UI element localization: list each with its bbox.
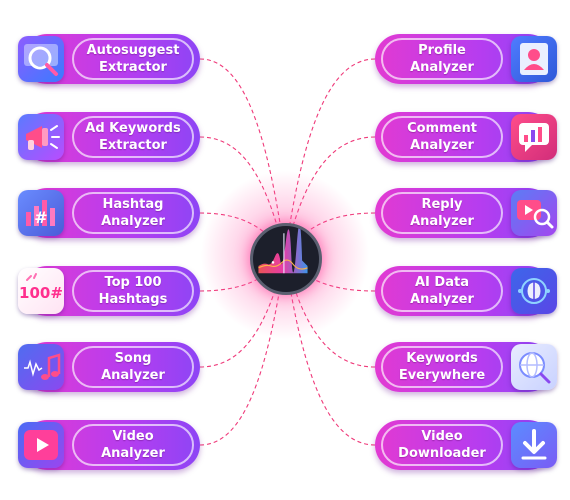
tool-card-top-100-hashtags[interactable]: 100# Top 100 Hashtags	[18, 266, 200, 316]
hub-waveform-icon	[250, 223, 322, 295]
connector-right-4	[284, 255, 376, 368]
tool-label: Reply Analyzer	[410, 197, 474, 229]
tool-card-hashtag-analyzer[interactable]: # Hashtag Analyzer	[18, 188, 200, 238]
connector-left-0	[199, 58, 286, 257]
tool-card-keywords-everywhere[interactable]: Keywords Everywhere	[375, 342, 557, 392]
tool-label: Ad Keywords Extractor	[85, 121, 181, 153]
download-arrow-icon	[511, 422, 557, 468]
video-play-icon	[18, 422, 64, 468]
music-notes-icon	[18, 344, 64, 390]
tool-card-comment-analyzer[interactable]: Comment Analyzer	[375, 112, 557, 162]
tool-label: Video Analyzer	[101, 429, 165, 461]
magnifier-icon	[18, 36, 64, 82]
tool-label: Top 100 Hashtags	[98, 275, 168, 307]
megaphone-icon	[18, 114, 64, 160]
tool-label: Profile Analyzer	[410, 43, 474, 75]
svg-text:#: #	[34, 208, 47, 227]
connector-left-1	[199, 136, 286, 257]
tool-card-ad-keywords-extractor[interactable]: Ad Keywords Extractor	[18, 112, 200, 162]
ai-brain-icon	[511, 268, 557, 314]
tool-label: Song Analyzer	[101, 351, 165, 383]
tool-card-autosuggest-extractor[interactable]: Autosuggest Extractor	[18, 34, 200, 84]
tool-label: AI Data Analyzer	[410, 275, 474, 307]
reply-search-icon	[511, 190, 557, 236]
tool-card-reply-analyzer[interactable]: Reply Analyzer	[375, 188, 557, 238]
tool-label: Keywords Everywhere	[398, 351, 486, 383]
tool-card-song-analyzer[interactable]: Song Analyzer	[18, 342, 200, 392]
user-profile-icon	[511, 36, 557, 82]
top-100-hashtag-icon: 100#	[18, 268, 64, 314]
comment-chart-icon	[511, 114, 557, 160]
tool-label: Autosuggest Extractor	[86, 43, 180, 75]
tool-label: Comment Analyzer	[407, 121, 477, 153]
tool-card-video-analyzer[interactable]: Video Analyzer	[18, 420, 200, 470]
hashtag-chart-icon: #	[18, 190, 64, 236]
tool-label: Video Downloader	[398, 429, 486, 461]
top-100-badge-text: 100#	[19, 284, 63, 302]
tool-card-video-downloader[interactable]: Video Downloader	[375, 420, 557, 470]
globe-search-icon	[511, 344, 557, 390]
tool-label: Hashtag Analyzer	[101, 197, 165, 229]
tool-card-profile-analyzer[interactable]: Profile Analyzer	[375, 34, 557, 84]
tool-card-ai-data-analyzer[interactable]: AI Data Analyzer	[375, 266, 557, 316]
